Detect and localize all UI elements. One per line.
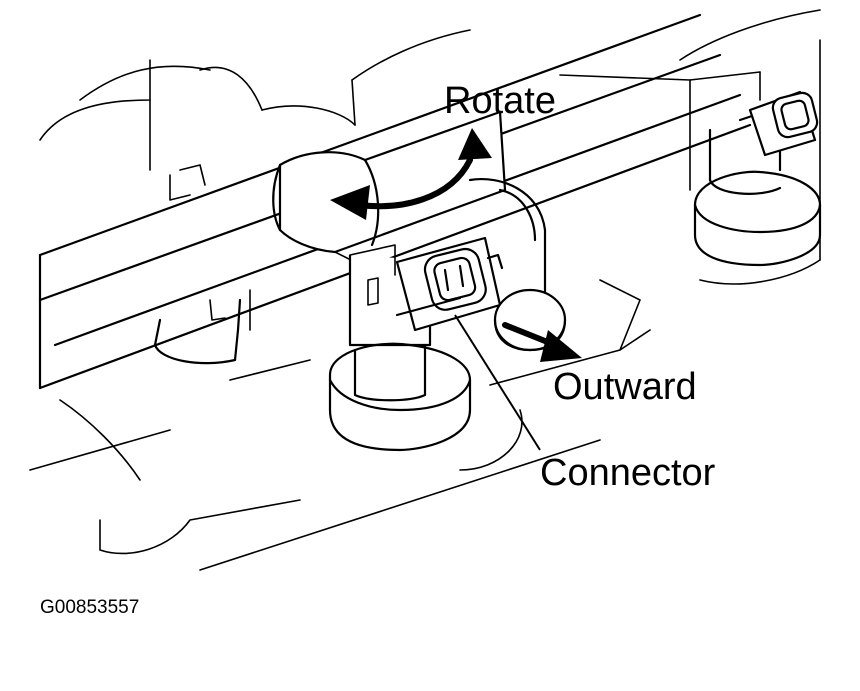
center-connector [395, 236, 504, 332]
outward-arrow-icon [502, 322, 582, 362]
outward-label: Outward [553, 366, 697, 408]
connector-label: Connector [540, 452, 716, 494]
connector-leader-line [454, 314, 541, 451]
intake-manifold-outline [29, 9, 821, 571]
right-injector [693, 90, 822, 267]
left-injector [153, 298, 242, 365]
fuel-rail [38, 13, 752, 390]
rotate-label: Rotate [444, 80, 556, 122]
figure-id: G00853557 [40, 597, 140, 618]
rotate-arrow-icon [330, 128, 492, 220]
